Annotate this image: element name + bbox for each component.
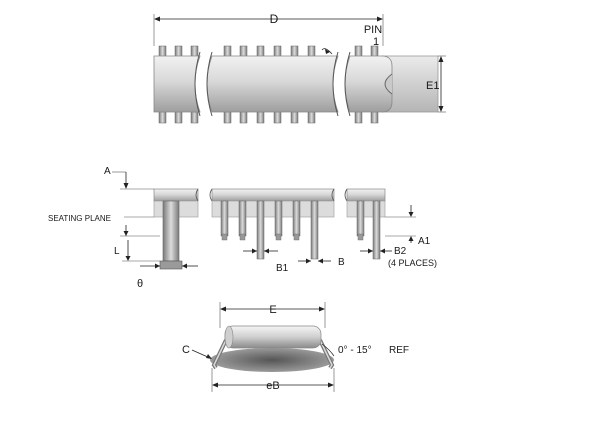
end-body <box>224 325 322 349</box>
dim-a1-label: A1 <box>418 236 431 247</box>
dim-e1-label: E1 <box>426 80 439 92</box>
pin-number: 1 <box>373 36 379 48</box>
angle-label: 0° - 15° <box>338 345 372 356</box>
side-body-middle <box>211 188 335 202</box>
side-body-right <box>346 188 386 202</box>
dim-a-label: A <box>104 166 111 177</box>
side-pins <box>220 200 381 260</box>
dim-l-label: L <box>114 246 120 257</box>
dim-eb-label: eB <box>266 380 279 392</box>
body-left <box>153 55 201 113</box>
end-view: E C 0° - 15° REF eB <box>182 302 409 392</box>
body-middle <box>206 55 339 113</box>
dim-d-label: D <box>270 12 279 26</box>
break-curve-1 <box>194 51 213 117</box>
dim-b-label: B <box>338 257 345 268</box>
top-view: D PIN 1 E1 <box>153 12 446 124</box>
top-pins-upper <box>158 45 379 59</box>
pin1-notch <box>384 73 393 95</box>
side-view: A SEATING PLANE L θ B1 B <box>48 166 437 290</box>
side-body-left <box>153 188 199 202</box>
end-shadow <box>210 348 334 372</box>
dim-b1-label: B1 <box>276 263 289 274</box>
break-curve-2 <box>332 51 351 117</box>
dim-e-label: E <box>269 304 276 316</box>
theta-label: θ <box>137 278 143 290</box>
ref-label: REF <box>389 345 409 356</box>
pin-label: PIN <box>364 24 382 36</box>
top-pins-lower <box>158 111 379 124</box>
dim-c-label: C <box>182 344 190 356</box>
pin1-leader <box>321 48 333 55</box>
seating-plane-label: SEATING PLANE <box>48 214 111 223</box>
dim-b2-note: (4 PLACES) <box>388 258 437 268</box>
dim-b2-label: B2 <box>394 246 407 257</box>
end-pin-section <box>162 200 180 262</box>
